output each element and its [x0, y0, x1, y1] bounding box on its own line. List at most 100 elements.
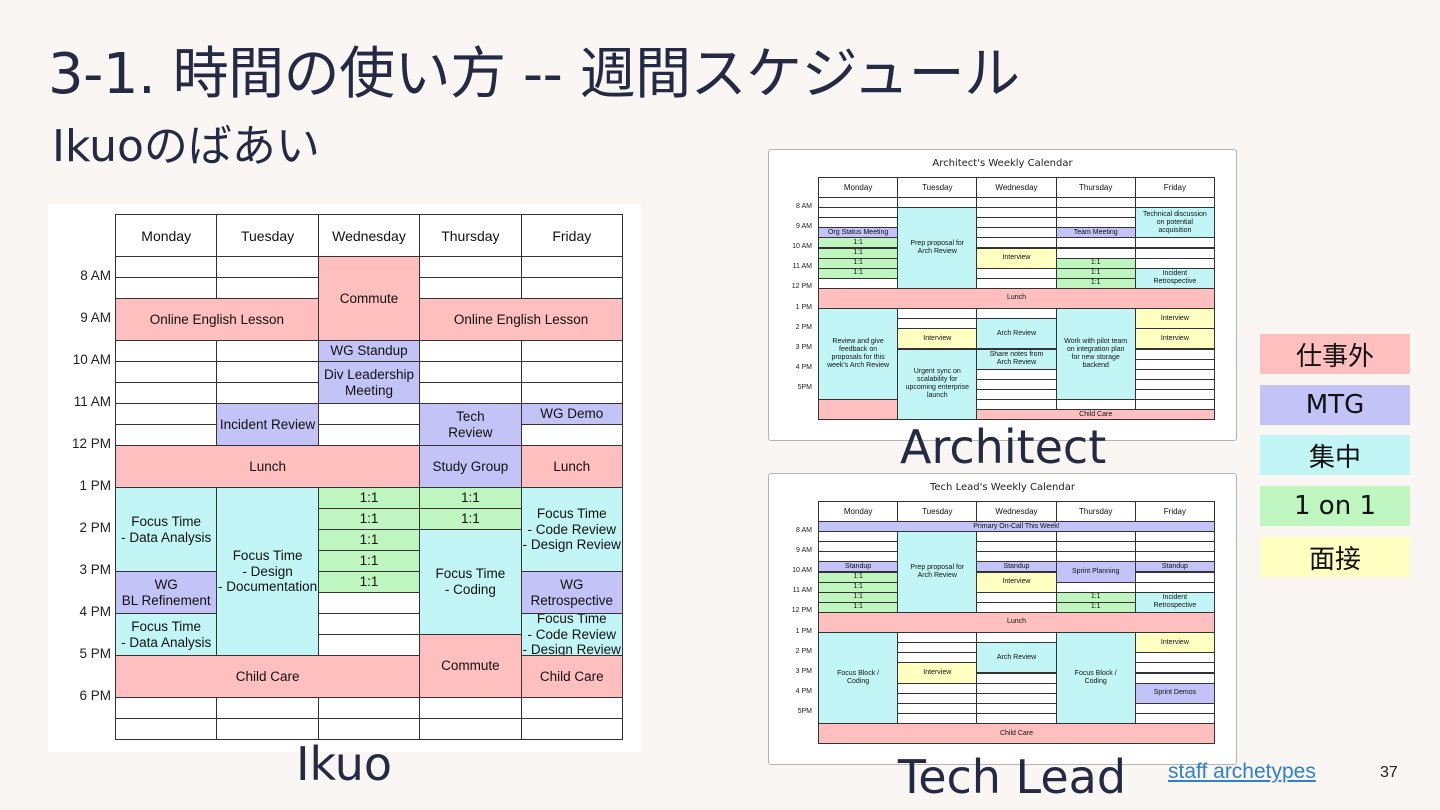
day-header-wednesday: Wednesday [317, 214, 421, 257]
time-slot [317, 403, 421, 425]
time-slot [216, 382, 319, 404]
calendar-event [818, 399, 899, 421]
day-header-tuesday: Tuesday [897, 501, 978, 522]
day-header-thursday: Thursday [1055, 177, 1136, 198]
calendar-event: WG BL Refinement [115, 571, 218, 614]
time-slot [317, 613, 421, 635]
calendar-event: 1:1 [317, 508, 421, 530]
calendar-event: Interview [1134, 328, 1215, 350]
calendar-event: Online English Lesson [115, 298, 319, 341]
calendar-event: 1:1 [317, 550, 421, 572]
time-slot [419, 340, 522, 362]
legend-item: 面接 [1260, 537, 1410, 577]
calendar-event: Review and give feedback on proposals fo… [818, 308, 899, 400]
calendar-event: Focus Time - Data Analysis [115, 487, 218, 572]
calendar-event: Lunch [818, 287, 1215, 310]
calendar-event: Urgent sync on scalability for upcoming … [897, 348, 978, 421]
calendar-event: Interview [1134, 632, 1215, 654]
time-slot [115, 256, 218, 278]
calendar-event: Child Care [520, 655, 623, 698]
day-header-tuesday: Tuesday [216, 214, 319, 257]
page-number: 37 [1380, 764, 1398, 781]
hour-label: 11 AM [73, 394, 111, 410]
hour-label: 2 PM [795, 323, 812, 331]
time-slot [115, 340, 218, 362]
day-header-wednesday: Wednesday [976, 177, 1057, 198]
techlead-caption: Tech Lead [897, 750, 1127, 804]
calendar-event: Div Leadership Meeting [317, 361, 421, 404]
hour-label: 10 AM [792, 566, 812, 574]
calendar-event: 1:1 [419, 508, 522, 530]
calendar-event: Focus Time - Code Review - Design Review [520, 613, 623, 656]
time-slot [115, 403, 218, 425]
calendar-event: Lunch [818, 611, 1215, 634]
calendar-event: Share notes from Arch Review [976, 348, 1057, 370]
calendar-event: Sprint Planning [1055, 561, 1136, 583]
hour-label: 12 PM [791, 283, 812, 291]
day-header-monday: Monday [115, 214, 218, 257]
time-slot [216, 256, 319, 278]
time-slot [216, 277, 319, 299]
calendar-event: Incident Retrospective [1134, 591, 1215, 613]
calendar-event: Primary On-Call This Week! [818, 521, 1215, 533]
calendar-event: Focus Time - Code Review - Design Review [520, 487, 623, 572]
time-slot [419, 277, 522, 299]
calendar-event: Focus Block / Coding [1055, 632, 1136, 724]
day-header-friday: Friday [1134, 501, 1215, 522]
calendar-event: Arch Review [976, 318, 1057, 350]
hour-label: 8 AM [796, 526, 812, 534]
time-slot [520, 382, 623, 404]
time-slot [317, 697, 421, 719]
hour-label: 10 AM [792, 242, 812, 250]
calendar-event: Incident Review [216, 403, 319, 446]
day-header-thursday: Thursday [1055, 501, 1136, 522]
time-slot [216, 697, 319, 719]
hour-label: 11 AM [792, 587, 812, 595]
hour-label: 12 PM [71, 436, 111, 452]
techlead-calendar-title: Tech Lead's Weekly Calendar [930, 482, 1075, 493]
calendar-event: 1:1 [317, 529, 421, 551]
day-header-monday: Monday [818, 177, 899, 198]
hour-label: 2 PM [79, 520, 111, 536]
calendar-event: Tech Review [419, 403, 522, 446]
calendar-event: Focus Time - Design - Documentation [216, 487, 319, 656]
day-header-monday: Monday [818, 501, 899, 522]
time-slot [115, 382, 218, 404]
time-slot [520, 361, 623, 383]
hour-label: 2 PM [795, 647, 812, 655]
calendar-event: Interview [976, 571, 1057, 593]
time-slot [520, 340, 623, 362]
legend-item: MTG [1260, 385, 1410, 425]
calendar-event: Online English Lesson [419, 298, 623, 341]
calendar-event: Focus Time - Data Analysis [115, 613, 218, 656]
hour-label: 3 PM [79, 562, 111, 578]
time-slot [317, 592, 421, 614]
calendar-event: Study Group [419, 445, 522, 488]
hour-label: 1 PM [795, 627, 812, 635]
time-slot [216, 340, 319, 362]
time-slot [115, 361, 218, 383]
hour-label: 4 PM [79, 604, 111, 620]
legend-item: 仕事外 [1260, 334, 1410, 374]
hour-label: 8 AM [796, 202, 812, 210]
time-slot [520, 718, 623, 740]
calendar-event: Interview [976, 247, 1057, 269]
hour-label: 9 AM [796, 546, 812, 554]
staff-archetypes-link[interactable]: staff archetypes [1168, 760, 1316, 783]
hour-label: 11 AM [792, 263, 812, 271]
calendar-event: Child Care [976, 409, 1215, 421]
time-slot [520, 697, 623, 719]
calendar-event: WG Retrospective [520, 571, 623, 614]
calendar-event: 1:1 [317, 487, 421, 509]
hour-label: 5 PM [79, 646, 111, 662]
calendar-event: Child Care [115, 655, 421, 698]
hour-label: 8 AM [80, 268, 111, 284]
hour-label: 10 AM [72, 352, 111, 368]
architect-caption: Architect [900, 420, 1107, 474]
calendar-event: Technical discussion on potential acquis… [1134, 207, 1215, 239]
hour-label: 9 AM [80, 310, 111, 326]
calendar-event: Prep proposal for Arch Review [897, 207, 978, 289]
hour-label: 4 PM [795, 364, 812, 372]
